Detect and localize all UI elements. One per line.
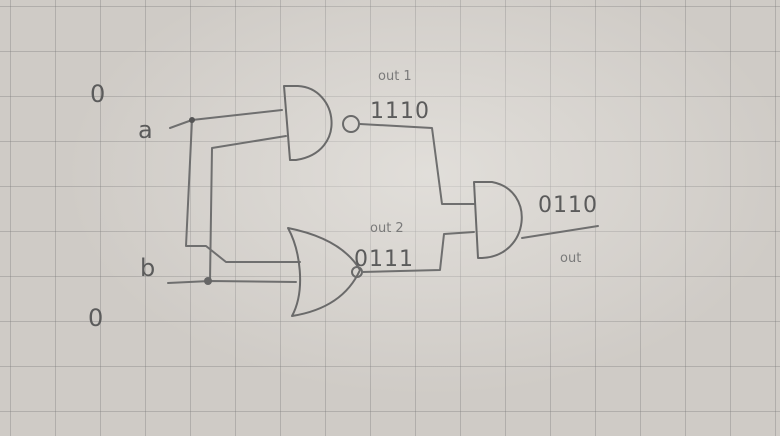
top-mark-label: 0 (90, 80, 105, 108)
junction-b (204, 277, 212, 285)
and-gate (473, 181, 523, 259)
wire-b-rise (209, 135, 287, 282)
input-b-label: b (140, 254, 155, 282)
wire-a-drop (185, 119, 301, 263)
out2-label: out 2 (370, 221, 404, 236)
out1-bits: 1110 (370, 99, 430, 124)
wire-out1 (359, 123, 475, 205)
or-gate (287, 227, 361, 317)
nand-gate (283, 85, 333, 161)
wire-a-input (169, 109, 283, 129)
out-bits: 0110 (538, 193, 598, 218)
junction-a (189, 117, 195, 123)
out1-label: out 1 (378, 69, 412, 84)
wire-final-output (521, 225, 599, 239)
wire-out2 (361, 231, 475, 273)
nand-bubble (342, 115, 360, 133)
out-label: out (560, 251, 581, 266)
out2-bits: 0111 (354, 247, 414, 272)
input-a-label: a (138, 116, 153, 144)
wire-b-input (167, 280, 297, 284)
bottom-mark-label: 0 (88, 304, 103, 332)
